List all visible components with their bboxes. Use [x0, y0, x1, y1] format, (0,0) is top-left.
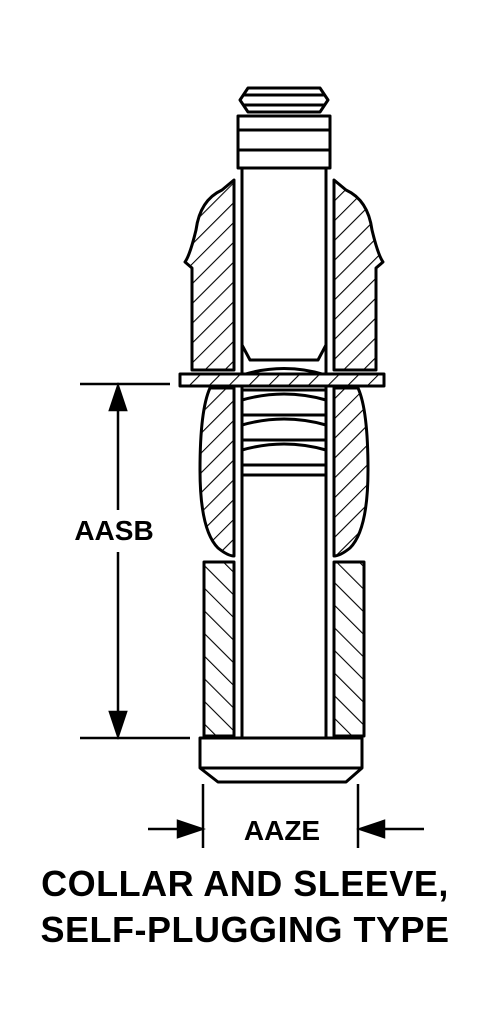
pin-head — [236, 86, 332, 170]
height-dimension-label: AASB — [74, 515, 153, 546]
sleeve-bulb-left — [198, 386, 236, 558]
width-dimension-label: AAZE — [244, 815, 320, 846]
collar-right — [332, 178, 385, 372]
sleeve-bulb-right — [332, 386, 370, 558]
collar-flange — [178, 372, 386, 388]
pin-shaft — [240, 166, 328, 740]
bottom-head — [198, 736, 364, 784]
sleeve-base-right — [332, 560, 366, 738]
caption-line-1: COLLAR AND SLEEVE, — [41, 863, 449, 904]
height-dimension — [80, 382, 190, 740]
width-dimension — [148, 784, 424, 848]
sleeve-base-left — [202, 560, 236, 738]
collar-left — [183, 178, 236, 372]
caption-line-2: SELF-PLUGGING TYPE — [40, 909, 450, 950]
